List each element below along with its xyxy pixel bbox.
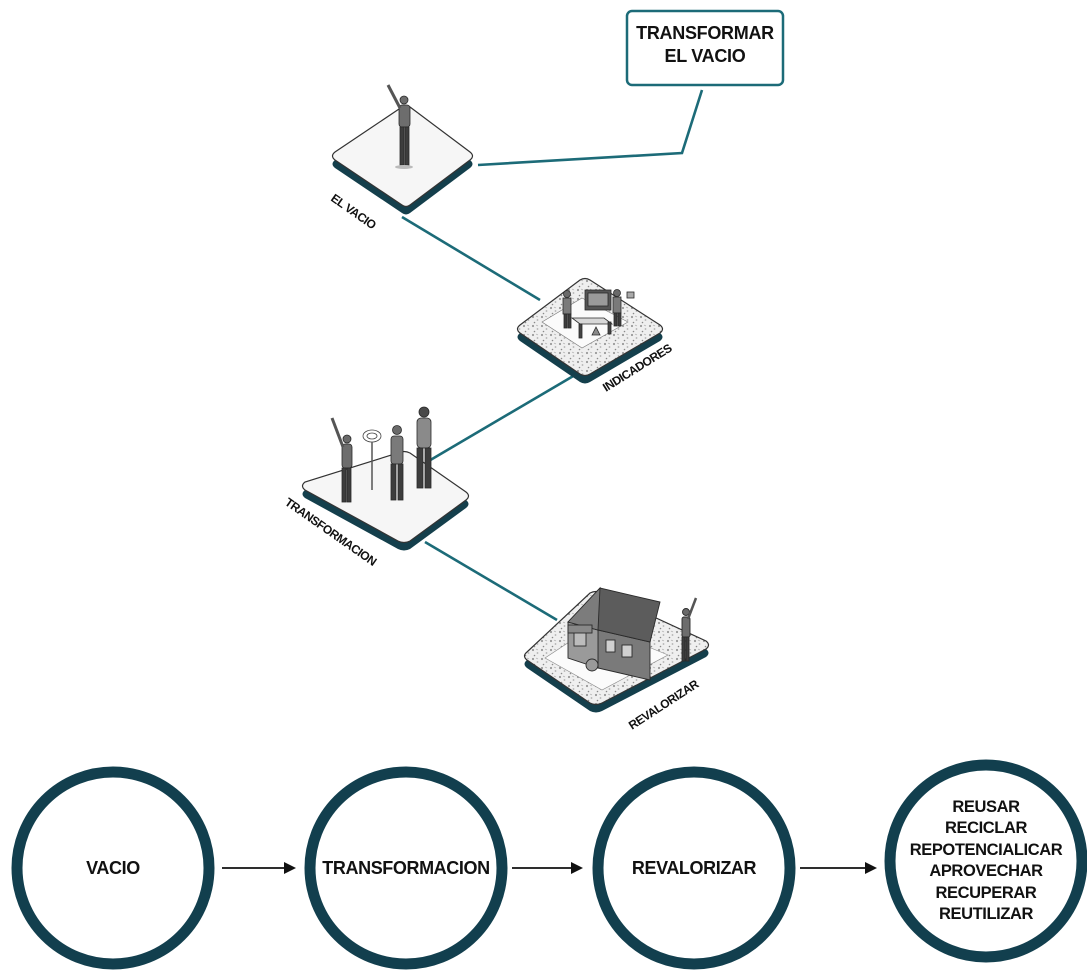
house-icon: [567, 586, 698, 681]
connector-indicadores-to-transformacion: [426, 373, 576, 464]
callout-line: EL VACIO: [664, 46, 746, 66]
callout-box: [625, 9, 785, 87]
flow-arrows: [222, 862, 877, 874]
connector-el-vacio-to-callout: [477, 89, 704, 167]
platform-indicadores: INDICADORES: [516, 277, 675, 395]
person-waving-icon: [386, 84, 413, 169]
flow-label-line: REVALORIZAR: [631, 857, 757, 878]
connector-el-vacio-to-indicadores: [401, 215, 541, 302]
flow-circle-transformacion: [304, 766, 508, 970]
flow-label-line: TRANSFORMACION: [322, 857, 490, 878]
flow-circle-revalorizar: [592, 766, 796, 970]
connector-lines: [401, 89, 704, 622]
callout-text: TRANSFORMAR EL VACIO: [627, 22, 783, 68]
platform-label-el-vacio: EL VACIO: [328, 191, 378, 232]
flow-circle-acciones: [884, 759, 1087, 963]
platform-el-vacio: EL VACIO: [328, 84, 474, 232]
platform-revalorizar: REVALORIZAR: [523, 586, 710, 733]
people-group-icon: [330, 406, 432, 503]
flow-label-line: REUTILIZAR: [938, 905, 1034, 923]
connector-transformacion-to-revalorizar: [424, 540, 558, 622]
arrow-right-icon: [800, 862, 877, 874]
flow-label-revalorizar: REVALORIZAR: [598, 772, 790, 964]
flow-circle-vacio: [11, 766, 215, 970]
office-scene-icon: [562, 289, 635, 339]
flow-label-transformacion: TRANSFORMACION: [310, 772, 502, 964]
flow-label-line: RECICLAR: [944, 819, 1028, 837]
flow-label-line: VACIO: [86, 857, 140, 878]
flow-label-vacio: VACIO: [17, 772, 209, 964]
flow-label-line: REPOTENCIALICAR: [909, 840, 1063, 859]
flow-label-line: APROVECHAR: [929, 862, 1043, 880]
flow-label-line: RECUPERAR: [935, 883, 1037, 902]
callout-line: TRANSFORMAR: [636, 23, 774, 43]
platform-transformacion: TRANSFORMACION: [282, 406, 470, 569]
flow-label-line: REUSAR: [952, 797, 1020, 816]
arrow-right-icon: [512, 862, 583, 874]
arrow-right-icon: [222, 862, 296, 874]
flow-label-acciones: REUSAR RECICLAR REPOTENCIALICAR APROVECH…: [890, 765, 1082, 957]
flow-circles: [11, 759, 1087, 970]
